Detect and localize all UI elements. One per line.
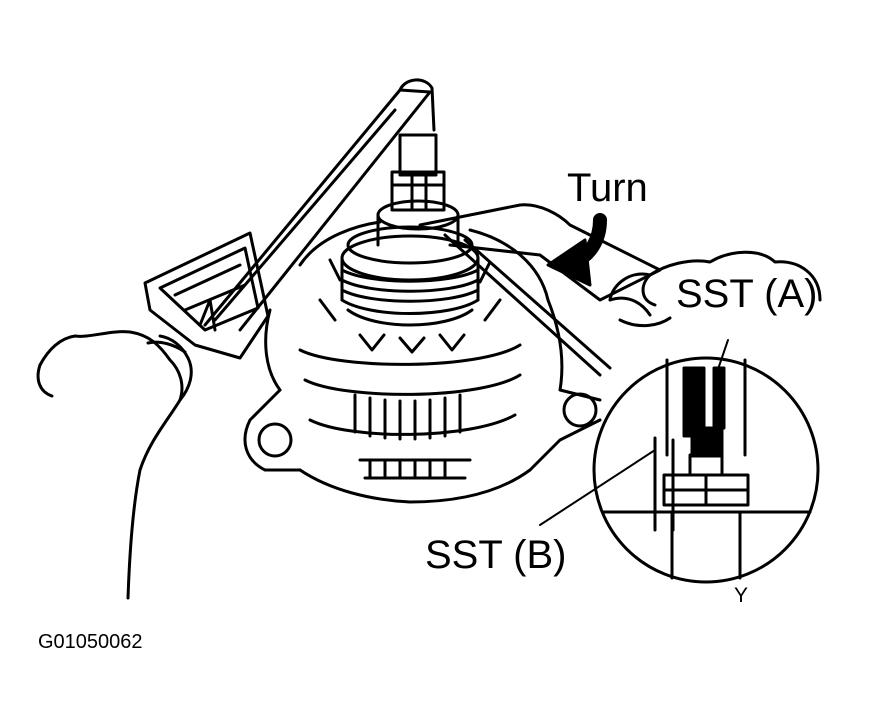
sst-handle-bar: [143, 78, 436, 360]
detail-inset: [539, 339, 820, 584]
right-hand-drawing: [608, 250, 822, 328]
curved-arrow-icon: [546, 213, 607, 287]
alternator-body: [243, 220, 602, 504]
figure-code: G01050062: [38, 631, 143, 653]
turn-label: Turn: [567, 166, 648, 210]
sst-a-label: SST (A): [676, 272, 818, 316]
sst-b-label: SST (B): [425, 533, 567, 577]
pulley: [340, 225, 480, 327]
sst-shaft: [376, 133, 460, 247]
y-label: Y: [734, 584, 749, 607]
sst-b-handle: [418, 203, 662, 377]
hand-drawing: [36, 330, 193, 600]
